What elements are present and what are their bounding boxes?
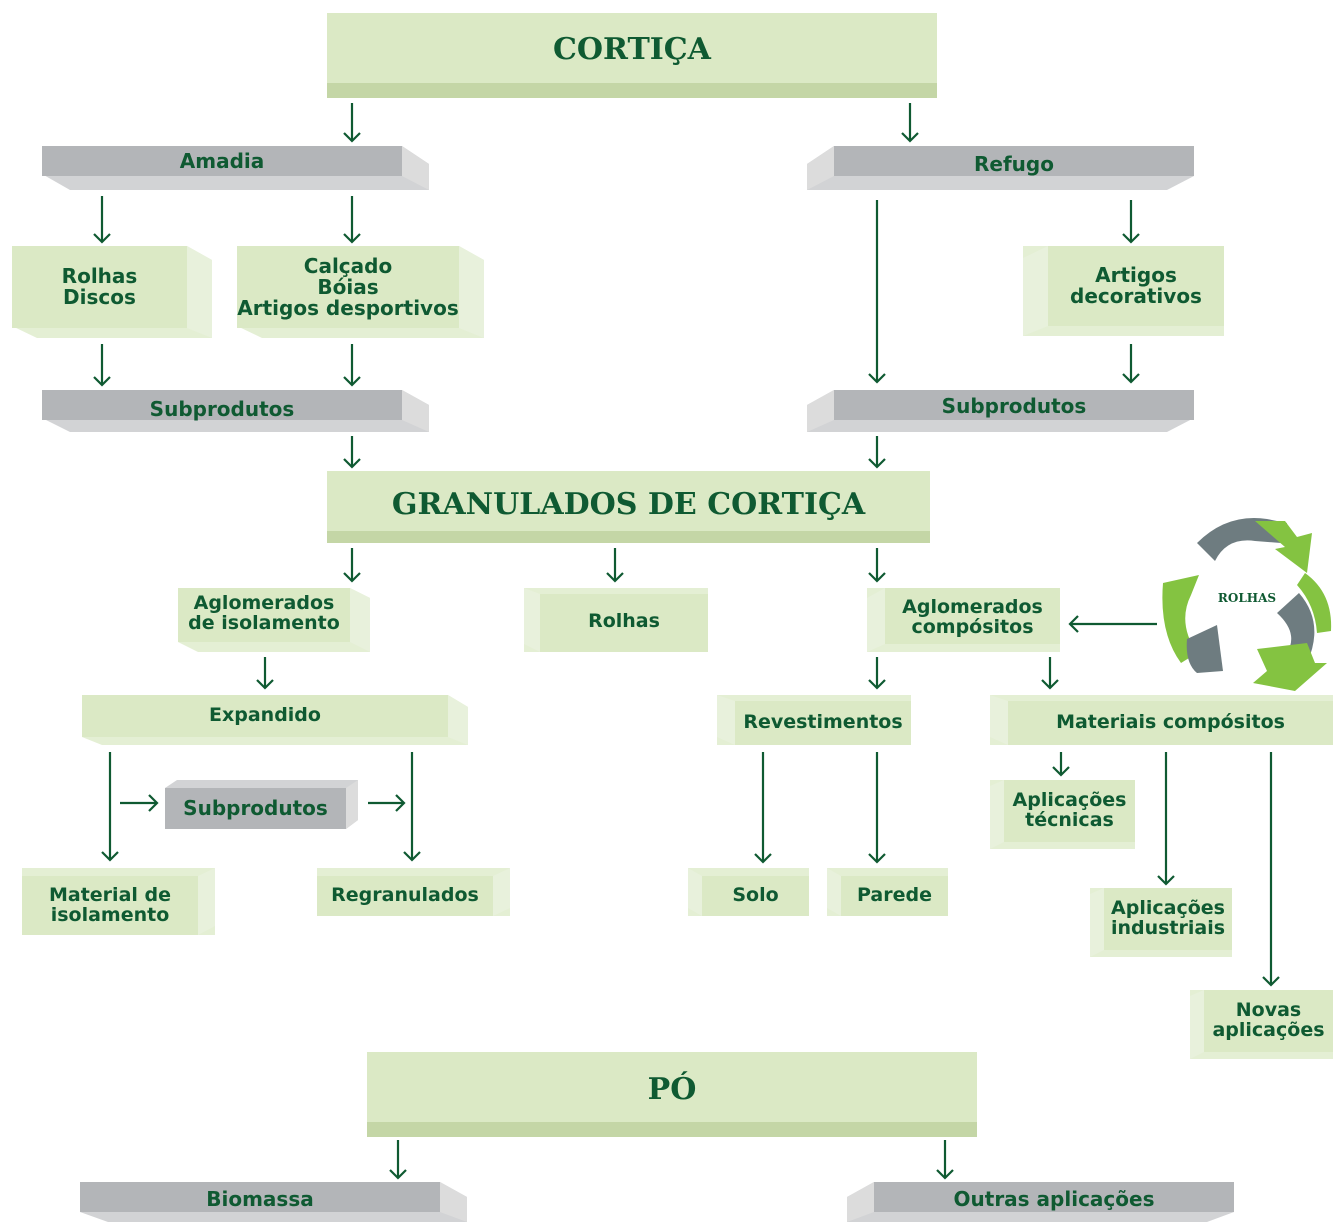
node-outras-aplicacoes: Outras aplicações — [847, 1182, 1234, 1222]
node-parede-label: Parede — [857, 884, 932, 907]
node-biomassa-label: Biomassa — [206, 1186, 314, 1211]
node-artigos-decorativos: Artigos decorativos — [1023, 246, 1224, 336]
node-po-label: PÓ — [647, 1071, 697, 1107]
node-regranulados: Regranulados — [317, 868, 510, 916]
node-solo: Solo — [688, 868, 809, 916]
node-novas-aplicacoes-label: Novas aplicações — [1212, 999, 1325, 1041]
node-regranulados-label: Regranulados — [331, 884, 479, 907]
node-refugo: Refugo — [807, 146, 1194, 190]
node-aplicacoes-industriais-label: Aplicações industriais — [1110, 897, 1226, 939]
node-novas-aplicacoes: Novas aplicações — [1190, 990, 1333, 1059]
node-cortica-label: CORTIÇA — [553, 31, 711, 67]
node-amadia: Amadia — [42, 146, 429, 190]
node-rolhas-discos: Rolhas Discos — [12, 246, 212, 338]
node-aglomerados-compositos: Aglomerados compósitos — [867, 588, 1060, 652]
node-parede: Parede — [827, 868, 948, 916]
node-outras-aplicacoes-label: Outras aplicações — [953, 1186, 1155, 1211]
node-material-isolamento-label: Material de isolamento — [48, 883, 171, 926]
node-aglomerados-compositos-label: Aglomerados compósitos — [902, 596, 1043, 638]
node-expandido: Expandido — [82, 695, 468, 745]
node-expandido-label: Expandido — [209, 704, 321, 727]
node-material-isolamento: Material de isolamento — [22, 868, 215, 935]
node-refugo-label: Refugo — [974, 151, 1054, 176]
node-materiais-compositos: Materiais compósitos — [990, 695, 1333, 745]
node-aglomerados-isolamento: Aglomerados de isolamento — [178, 588, 370, 652]
node-aglomerados-isolamento-label: Aglomerados de isolamento — [188, 592, 340, 634]
node-granulados: GRANULADOS DE CORTIÇA — [327, 471, 930, 543]
node-calcado: Calçado Bóias Artigos desportivos — [237, 246, 484, 338]
node-aplicacoes-tecnicas-label: Aplicações técnicas — [1012, 789, 1127, 831]
node-biomassa: Biomassa — [80, 1182, 467, 1222]
node-artigos-decorativos-label: Artigos decorativos — [1070, 263, 1202, 308]
node-amadia-label: Amadia — [179, 148, 265, 173]
node-rolhas: Rolhas — [524, 588, 708, 652]
node-rolhas-discos-label: Rolhas Discos — [61, 264, 138, 309]
node-subprodutos-expandido-label: Subprodutos — [183, 796, 328, 820]
node-subprodutos-expandido: Subprodutos — [165, 780, 358, 829]
node-subprodutos-left: Subprodutos — [42, 390, 429, 432]
node-revestimentos-label: Revestimentos — [743, 711, 903, 734]
node-po: PÓ — [367, 1052, 977, 1137]
recycle-label: ROLHAS — [1217, 591, 1277, 605]
node-calcado-label: Calçado Bóias Artigos desportivos — [237, 253, 459, 320]
node-rolhas-label: Rolhas — [588, 610, 660, 633]
node-solo-label: Solo — [732, 884, 779, 907]
node-materiais-compositos-label: Materiais compósitos — [1056, 711, 1285, 734]
node-cortica: CORTIÇA — [327, 13, 937, 98]
node-revestimentos: Revestimentos — [717, 695, 911, 745]
node-subprodutos-right-label: Subprodutos — [941, 393, 1087, 418]
node-subprodutos-left-label: Subprodutos — [149, 396, 295, 421]
node-aplicacoes-tecnicas: Aplicações técnicas — [990, 780, 1135, 849]
node-granulados-label: GRANULADOS DE CORTIÇA — [391, 487, 866, 523]
recycle-icon: ROLHAS — [1157, 513, 1333, 693]
node-aplicacoes-industriais: Aplicações industriais — [1090, 888, 1232, 957]
node-subprodutos-right: Subprodutos — [807, 390, 1194, 432]
